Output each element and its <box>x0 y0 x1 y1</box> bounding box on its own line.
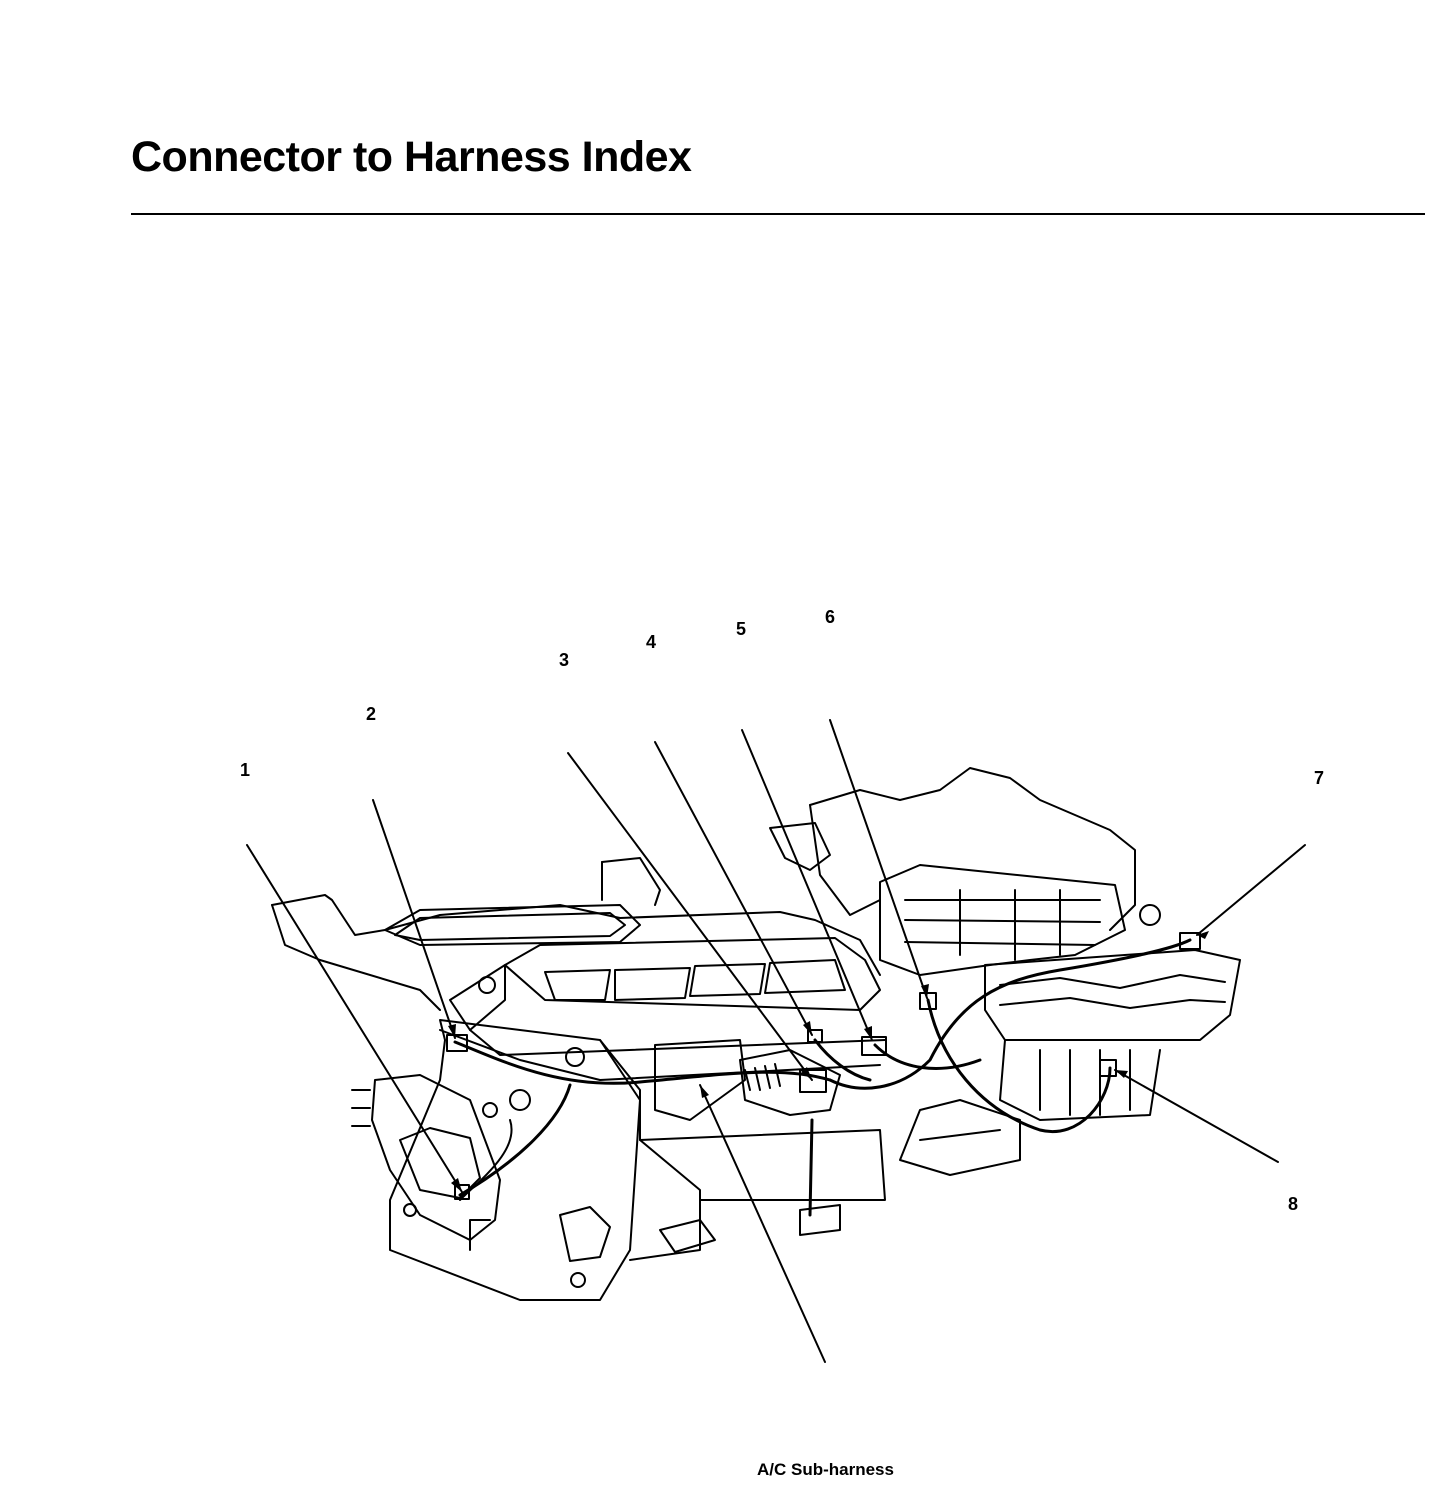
leader-lines <box>246 719 1306 1363</box>
leader-7 <box>1196 844 1306 936</box>
top-duct-plate <box>271 857 881 1011</box>
callout-6: 6 <box>825 607 836 627</box>
callout-3: 3 <box>559 650 570 670</box>
connector-5 <box>861 1036 887 1056</box>
blower-housing-right <box>769 767 1241 1176</box>
leader-6 <box>829 719 928 999</box>
diagram-caption: A/C Sub-harness <box>757 1460 894 1479</box>
leader-5 <box>741 729 873 1041</box>
leader-4 <box>654 741 813 1036</box>
leader-1 <box>246 844 463 1193</box>
connector-8 <box>1099 1059 1117 1077</box>
connector-2 <box>446 1034 468 1052</box>
heater-housing-left <box>351 1019 641 1301</box>
evaporator-case <box>439 937 886 1261</box>
leader-subharness <box>699 1084 826 1363</box>
leader-arrowheads <box>448 931 1209 1192</box>
callout-4: 4 <box>646 632 657 652</box>
callout-2: 2 <box>366 704 377 724</box>
connector-1 <box>454 1184 470 1200</box>
ac-sub-harness-wires <box>453 938 1192 1217</box>
page-title: Connector to Harness Index <box>131 133 692 181</box>
callout-7: 7 <box>1314 768 1325 788</box>
callout-5: 5 <box>736 619 747 639</box>
connector-4 <box>807 1029 823 1043</box>
connectors <box>446 932 1201 1200</box>
callout-8: 8 <box>1288 1194 1299 1214</box>
title-divider <box>131 213 1425 215</box>
leader-3 <box>567 752 813 1081</box>
callout-1: 1 <box>240 760 251 780</box>
connector-7 <box>1179 932 1201 950</box>
leader-8 <box>1114 1069 1279 1163</box>
leader-2 <box>372 799 456 1039</box>
connector-6 <box>919 992 937 1010</box>
connector-3 <box>799 1069 827 1093</box>
